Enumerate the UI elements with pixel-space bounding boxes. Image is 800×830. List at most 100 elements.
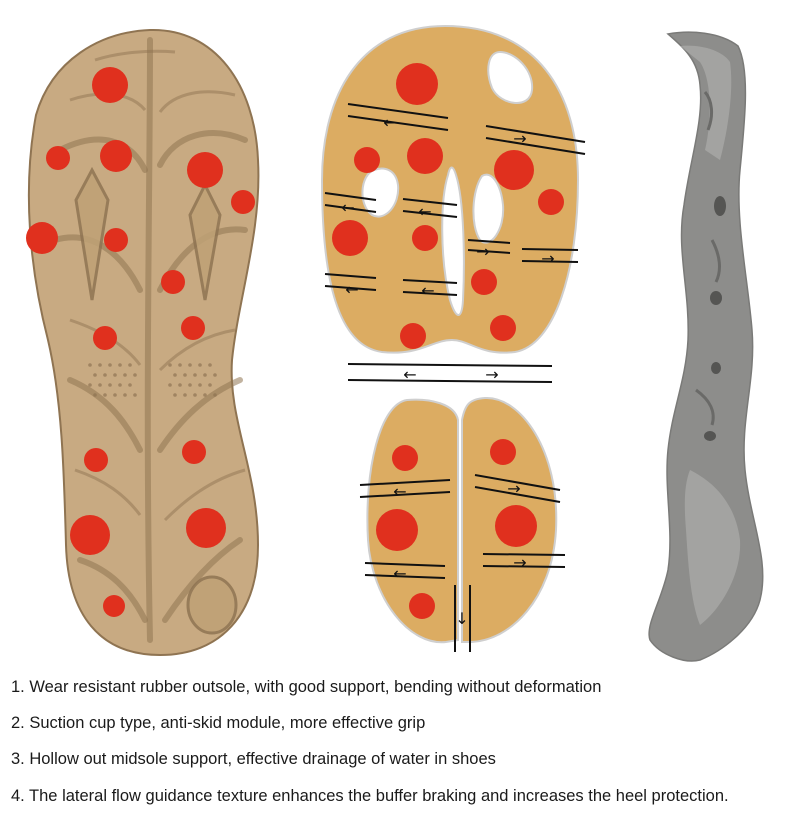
flow-arrow-right-icon: → xyxy=(507,479,520,498)
perforation-dot xyxy=(183,373,187,377)
guide-line xyxy=(364,562,446,567)
guide-line xyxy=(324,192,377,201)
guide-line xyxy=(364,574,446,579)
suction-dot xyxy=(538,189,564,215)
suction-dot xyxy=(103,595,125,617)
perforation-dot xyxy=(203,373,207,377)
perforation-dot xyxy=(113,373,117,377)
outsole-suction-dots xyxy=(26,67,255,617)
perforation-dot xyxy=(133,373,137,377)
perforation-dot xyxy=(193,393,197,397)
perforation-dot xyxy=(213,393,217,397)
suction-dot xyxy=(354,147,380,173)
perforation-dot xyxy=(168,383,172,387)
perforation-dot xyxy=(198,363,202,367)
flow-arrow-left-icon: ← xyxy=(421,281,434,300)
perforation-dot xyxy=(88,363,92,367)
perforation-dot xyxy=(128,363,132,367)
guide-line xyxy=(467,249,511,254)
diagram-suction-dots xyxy=(332,63,564,619)
perforation-dot xyxy=(98,383,102,387)
suction-dot xyxy=(495,505,537,547)
perforation-dot xyxy=(93,393,97,397)
suction-dot xyxy=(494,150,534,190)
guide-line xyxy=(347,379,553,383)
outsole-shape xyxy=(27,28,260,657)
guide-line xyxy=(402,210,458,218)
perforation-dot xyxy=(168,363,172,367)
guide-line xyxy=(482,565,566,568)
feature-item-4: 4. The lateral flow guidance texture enh… xyxy=(11,787,729,805)
perforation-dot xyxy=(193,373,197,377)
outsole-perforations xyxy=(88,363,217,397)
suction-dot xyxy=(70,515,110,555)
suction-dot xyxy=(392,445,418,471)
perforation-dot xyxy=(208,363,212,367)
suction-dot xyxy=(104,228,128,252)
suction-dot xyxy=(409,593,435,619)
suction-dot xyxy=(376,509,418,551)
suction-dot xyxy=(161,270,185,294)
guide-line xyxy=(347,115,449,131)
perforation-dot xyxy=(118,383,122,387)
guide-line xyxy=(324,285,377,291)
flow-arrow-left-icon: ← xyxy=(403,365,416,384)
perforation-dot xyxy=(98,363,102,367)
perforation-dot xyxy=(108,363,112,367)
flow-arrow-left-icon: ← xyxy=(383,113,396,132)
perforation-dot xyxy=(118,363,122,367)
suction-dot xyxy=(407,138,443,174)
perforation-dot xyxy=(203,393,207,397)
flow-arrow-right-icon: → xyxy=(513,553,526,572)
suction-dot xyxy=(84,448,108,472)
flow-arrows: ←→←←→→←←←→←→←→↓ xyxy=(341,113,554,628)
suction-dot xyxy=(100,140,132,172)
suction-dot xyxy=(471,269,497,295)
guide-line xyxy=(402,291,458,296)
guide-line xyxy=(485,125,586,143)
flow-diagram: ←→←←→→←←←→←→←→↓ xyxy=(320,24,586,652)
forefoot-shape xyxy=(320,24,580,354)
flow-guide-lines xyxy=(324,103,586,652)
suction-dot xyxy=(231,190,255,214)
perforation-dot xyxy=(133,393,137,397)
perforation-dot xyxy=(113,393,117,397)
perforation-dot xyxy=(188,363,192,367)
perforation-dot xyxy=(178,383,182,387)
perforation-dot xyxy=(128,383,132,387)
suction-dot xyxy=(93,326,117,350)
perforation-dot xyxy=(93,373,97,377)
guide-line xyxy=(467,239,511,244)
perforation-dot xyxy=(173,373,177,377)
flow-arrow-left-icon: ← xyxy=(393,482,406,501)
guide-line xyxy=(402,279,458,284)
flow-arrow-down-icon: ↓ xyxy=(455,609,468,628)
guide-line xyxy=(402,198,458,206)
perforation-dot xyxy=(198,383,202,387)
perforation-dot xyxy=(123,393,127,397)
flow-arrow-right-icon: → xyxy=(513,129,526,148)
flow-arrow-left-icon: ← xyxy=(345,280,358,299)
suction-dot xyxy=(92,67,128,103)
guide-line xyxy=(324,273,377,279)
perforation-dot xyxy=(103,373,107,377)
guide-line xyxy=(347,103,449,119)
guide-line xyxy=(359,491,451,498)
perforation-dot xyxy=(88,383,92,387)
product-illustration: ←→←←→→←←←→←→←→↓ xyxy=(26,24,764,662)
perforation-dot xyxy=(103,393,107,397)
suction-dot xyxy=(46,146,70,170)
suction-dot xyxy=(181,316,205,340)
midsole-image xyxy=(648,31,764,662)
perforation-dot xyxy=(178,363,182,367)
perforation-dot xyxy=(188,383,192,387)
flow-arrow-right-icon: → xyxy=(476,242,489,261)
flow-arrow-left-icon: ← xyxy=(393,564,406,583)
guide-line xyxy=(359,479,451,486)
suction-dot xyxy=(490,439,516,465)
suction-dot xyxy=(490,315,516,341)
guide-line xyxy=(521,248,579,251)
perforation-dot xyxy=(173,393,177,397)
flow-arrow-left-icon: ← xyxy=(341,198,354,217)
feature-item-3: 3. Hollow out midsole support, effective… xyxy=(11,750,496,768)
